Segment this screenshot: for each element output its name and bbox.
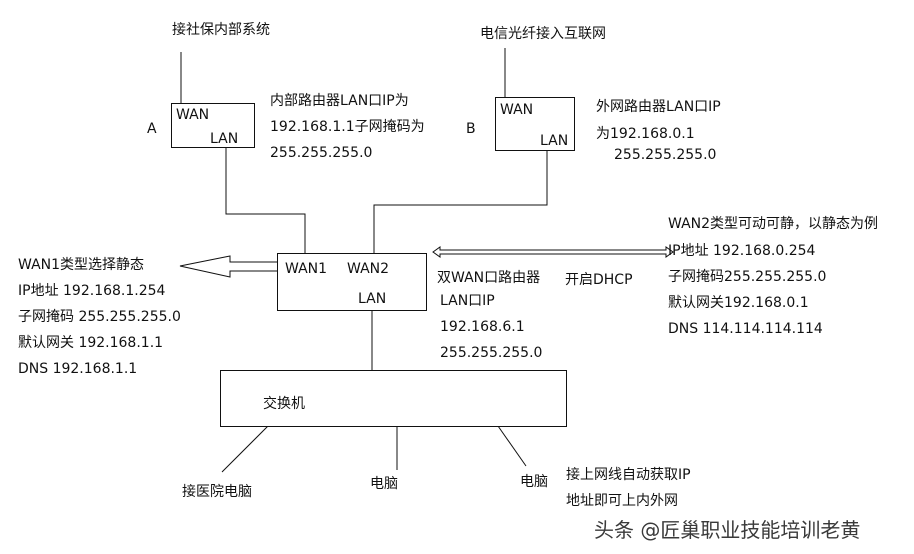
wan2-config-1: WAN2类型可动可静，以静态为例: [668, 216, 879, 232]
router-b-wan-port: WAN: [500, 102, 534, 118]
pc-middle-label: 电脑: [370, 476, 398, 492]
b-source-label: 电信光纤接入互联网: [480, 26, 606, 42]
router-a-lan-port: LAN: [210, 131, 239, 147]
router-a: WAN LAN: [171, 103, 255, 148]
wire-a-to-wan1: [225, 147, 306, 254]
pc-right-note-1: 接上网线自动获取IP: [566, 467, 691, 483]
wan1-config-2: IP地址 192.168.1.254: [18, 283, 166, 299]
wan1-config-1: WAN1类型选择静态: [18, 257, 145, 273]
wire-b-to-wan2: [373, 150, 548, 254]
hospital-pc-label: 接医院电脑: [182, 484, 252, 500]
router-b: WAN LAN: [495, 97, 575, 151]
a-source-label: 接社保内部系统: [172, 22, 270, 38]
router-a-tag: A: [147, 121, 157, 137]
network-switch: 交换机: [220, 370, 567, 427]
router-a-note-2: 192.168.1.1子网掩码为: [270, 119, 425, 135]
wire-switch-to-hospital: [221, 425, 269, 473]
wan1-config-arrow: [179, 255, 286, 278]
wire-switch-to-pc-right: [497, 425, 527, 467]
pc-right-label: 电脑: [520, 474, 548, 490]
wan1-port: WAN1: [285, 261, 328, 277]
router-b-lan-port: LAN: [540, 133, 569, 149]
wan2-config-5: DNS 114.114.114.114: [668, 321, 823, 337]
lan-info-3: 255.255.255.0: [440, 345, 543, 361]
lan-info-2: 192.168.6.1: [440, 319, 525, 335]
wan1-config-3: 子网掩码 255.255.255.0: [18, 309, 181, 325]
pc-right-note-2: 地址即可上内外网: [566, 493, 678, 509]
router-b-note-1: 外网路由器LAN口IP: [596, 99, 721, 115]
router-a-note-1: 内部路由器LAN口IP为: [270, 93, 409, 109]
wan2-config-2: IP地址 192.168.0.254: [668, 243, 816, 259]
lan-port: LAN: [358, 291, 387, 307]
wan2-config-3: 子网掩码255.255.255.0: [668, 269, 827, 285]
router-a-note-3: 255.255.255.0: [270, 145, 373, 161]
wan2-port: WAN2: [347, 261, 390, 277]
switch-label: 交换机: [263, 396, 305, 412]
wan1-config-4: 默认网关 192.168.1.1: [18, 335, 164, 351]
wan2-config-arrow: [432, 246, 674, 258]
dhcp-label: 开启DHCP: [565, 272, 633, 288]
wan2-config-4: 默认网关192.168.0.1: [668, 295, 809, 311]
router-b-tag: B: [466, 121, 476, 137]
router-b-note-3: 255.255.255.0: [614, 147, 717, 163]
dual-wan-router: WAN1 WAN2 LAN: [277, 253, 427, 311]
router-b-note-2: 为192.168.0.1: [596, 126, 695, 142]
wan1-config-5: DNS 192.168.1.1: [18, 361, 138, 377]
dual-router-title: 双WAN口路由器: [437, 270, 541, 286]
watermark: 头条 @匠巢职业技能培训老黄: [594, 518, 861, 542]
router-a-wan-port: WAN: [176, 107, 210, 123]
lan-info-1: LAN口IP: [440, 293, 495, 309]
